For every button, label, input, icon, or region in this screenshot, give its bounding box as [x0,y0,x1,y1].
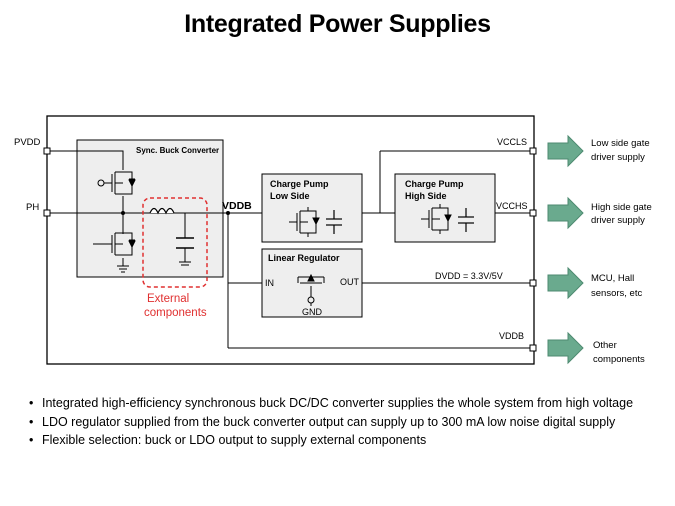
low-side-mosfet-icon [93,232,136,256]
output-other-line2: components [593,354,645,365]
pin-vddb-label: VDDB [499,331,524,341]
pin-vcchs-label: VCCHS [496,201,528,211]
high-side-mosfet-icon [97,171,136,195]
external-label-line1: External [147,293,189,305]
pin-vccls [529,147,537,155]
pin-pvdd-label: PVDD [14,137,41,148]
slide-title: Integrated Power Supplies [184,10,491,38]
wiring [50,150,530,349]
pin-vccls-label: VCCLS [497,137,527,147]
power-supply-diagram: Sync. Buck Converter PVDD PH [14,115,652,365]
pin-vcchs [529,209,537,217]
cp-low-title1: Charge Pump [270,179,329,189]
linear-regulator-title: Linear Regulator [268,253,340,263]
vddb-junction [226,211,230,215]
capacitor-icon [176,237,194,266]
output-low-line1: Low side gate [591,138,650,149]
cp-low-mosfet-icon [289,207,320,237]
ldo-mosfet-icon [297,273,325,306]
charge-pump-low-block [261,173,363,243]
cp-high-title1: Charge Pump [405,179,464,189]
arrow-other [547,331,584,365]
pin-dvdd-label: DVDD = 3.3V/5V [435,271,503,281]
bullet-item: Flexible selection: buck or LDO output t… [28,433,658,449]
external-components-box [142,197,208,288]
arrow-mcu [547,266,584,300]
arrow-high-side [547,196,584,230]
cp-high-mosfet-icon [421,204,452,234]
output-high-line2: driver supply [591,215,645,226]
bullet-item: Integrated high-efficiency synchronous b… [28,396,658,412]
pin-vddb [529,344,537,352]
output-mcu-line2: sensors, etc [591,288,642,299]
pin-pvdd [43,147,51,155]
bullet-item: LDO regulator supplied from the buck con… [28,415,658,431]
buck-converter-block [76,139,224,278]
cp-high-title2: High Side [405,191,447,201]
pin-ph-label: PH [26,202,39,213]
output-high-line1: High side gate [591,202,652,213]
cp-low-title2: Low Side [270,191,310,201]
cp-high-capacitor-icon [458,208,474,232]
ground-icon [117,265,129,273]
inductor-icon [149,207,175,215]
arrow-low-side [547,134,584,168]
output-mcu-line1: MCU, Hall [591,273,634,284]
cp-low-capacitor-icon [326,210,342,234]
linear-in-label: IN [265,278,274,288]
ph-junction [121,211,125,215]
output-low-line2: driver supply [591,152,645,163]
buck-converter-label: Sync. Buck Converter [136,146,219,155]
linear-out-label: OUT [340,277,360,287]
pin-ph [43,209,51,217]
output-other-line1: Other [593,340,617,351]
vddb-node-label: VDDB [222,200,252,212]
linear-gnd-label: GND [302,307,323,317]
pin-dvdd [529,279,537,287]
external-label-line2: components [144,307,207,319]
bullet-list: Integrated high-efficiency synchronous b… [28,396,658,452]
output-arrows [547,134,584,365]
